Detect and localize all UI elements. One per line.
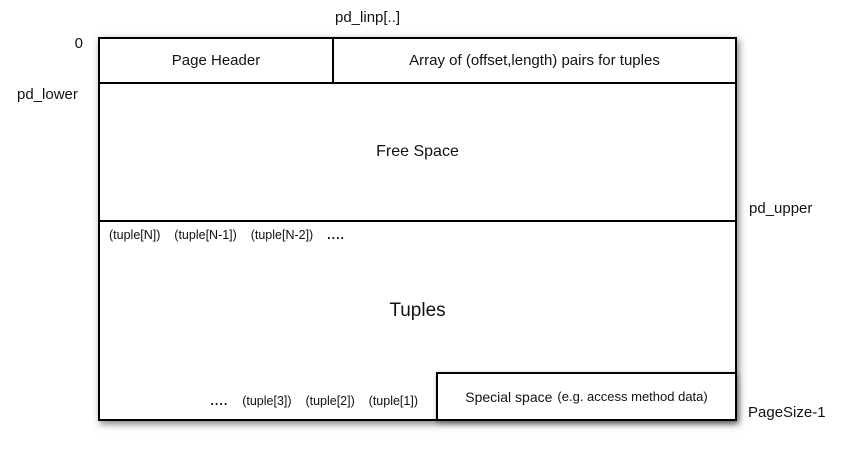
divider-header-bottom — [100, 82, 735, 84]
tuples-top-ellipsis: .... — [327, 228, 346, 242]
cell-item-pointer-array: Array of (offset,length) pairs for tuple… — [334, 39, 735, 82]
label-pd-lower: pd_lower — [17, 86, 78, 103]
divider-pd-upper — [100, 220, 735, 222]
special-space-title: Special space — [465, 388, 553, 405]
divider-header-array — [332, 39, 334, 82]
page-box: Page Header Array of (offset,length) pai… — [98, 37, 737, 421]
label-offset-zero: 0 — [74, 35, 83, 52]
free-space-label: Free Space — [376, 143, 459, 160]
box-special-space: Special space (e.g. access method data) — [436, 372, 737, 421]
region-free-space: Free Space — [100, 84, 735, 220]
label-pagesize: PageSize-1 — [748, 404, 826, 421]
row-tuples-top: (tuple[N]) (tuple[N-1]) (tuple[N-2]) ...… — [109, 228, 345, 242]
tuples-bottom-ellipsis: .... — [210, 394, 229, 408]
cell-page-header: Page Header — [100, 39, 332, 82]
row-tuples-bottom: .... (tuple[3]) (tuple[2]) (tuple[1]) — [100, 394, 418, 408]
tuples-bottom-items: (tuple[3]) (tuple[2]) (tuple[1]) — [228, 394, 418, 408]
item-pointer-array-label: Array of (offset,length) pairs for tuple… — [409, 52, 660, 69]
tuples-heading: Tuples — [389, 300, 446, 321]
label-pd-linp: pd_linp[..] — [335, 9, 401, 26]
region-tuples: (tuple[N]) (tuple[N-1]) (tuple[N-2]) ...… — [100, 222, 737, 421]
label-pd-upper: pd_upper — [749, 200, 813, 217]
special-space-detail: (e.g. access method data) — [557, 389, 708, 404]
page-header-label: Page Header — [171, 52, 261, 69]
tuples-top-items: (tuple[N]) (tuple[N-1]) (tuple[N-2]) — [109, 228, 328, 242]
